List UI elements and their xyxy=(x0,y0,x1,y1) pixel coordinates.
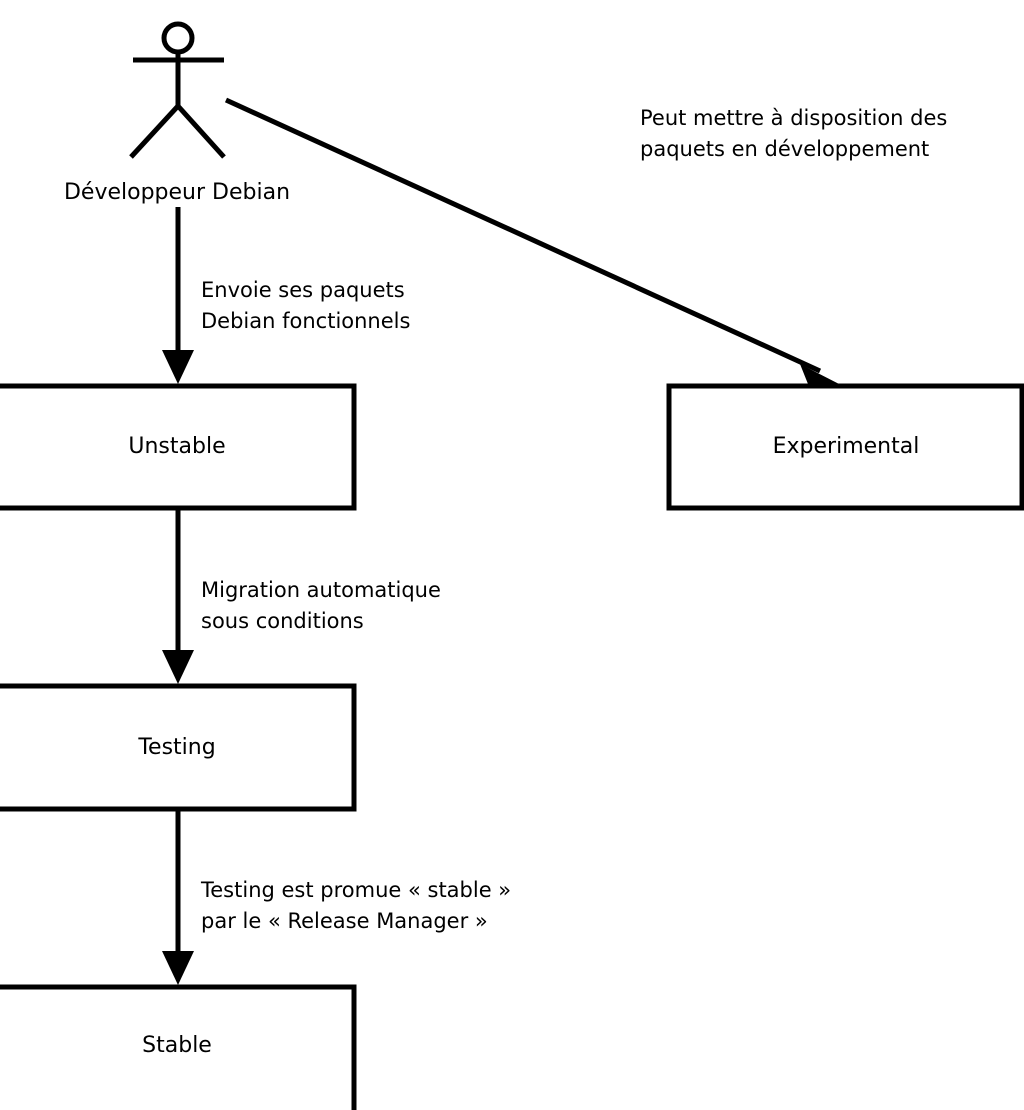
edge-unstable-to-testing: Migration automatique sous conditions xyxy=(162,508,441,684)
node-unstable-box[interactable] xyxy=(0,383,357,511)
edge-testing-to-stable-label-line2: par le « Release Manager » xyxy=(201,909,488,933)
node-stable[interactable]: Stable xyxy=(0,984,357,1110)
edge-dev-to-experimental-label-line1: Peut mettre à disposition des xyxy=(640,106,947,130)
edge-dev-to-unstable-label-line1: Envoie ses paquets xyxy=(201,278,405,302)
edge-unstable-to-testing-arrowhead xyxy=(162,650,194,684)
node-stable-box[interactable] xyxy=(0,984,357,1110)
actor-left-leg-line xyxy=(129,104,180,159)
edge-dev-to-experimental-line xyxy=(224,97,822,374)
edge-dev-to-experimental-label-line2: paquets en développement xyxy=(640,137,929,161)
node-testing-box[interactable] xyxy=(0,683,357,812)
node-unstable[interactable]: Unstable xyxy=(0,383,357,511)
actor-label: Développeur Debian xyxy=(64,180,290,205)
node-experimental[interactable]: Experimental xyxy=(666,383,1024,511)
actor-developpeur-debian: Développeur Debian xyxy=(64,21,290,205)
node-testing[interactable]: Testing xyxy=(0,683,357,812)
node-unstable-label: Unstable xyxy=(128,434,225,459)
edge-unstable-to-testing-label-line1: Migration automatique xyxy=(201,578,441,602)
node-testing-label: Testing xyxy=(137,735,215,760)
edge-dev-to-experimental: Peut mettre à disposition des paquets en… xyxy=(224,97,947,394)
edge-dev-to-unstable-label-line2: Debian fonctionnels xyxy=(201,309,410,333)
node-experimental-label: Experimental xyxy=(773,434,920,459)
edge-testing-to-stable-arrowhead xyxy=(162,951,194,985)
node-experimental-box[interactable] xyxy=(666,383,1024,511)
edge-unstable-to-testing-label-line2: sous conditions xyxy=(201,609,364,633)
edge-testing-to-stable-label-line1: Testing est promue « stable » xyxy=(200,878,511,902)
node-stable-label: Stable xyxy=(142,1033,212,1058)
actor-head-icon xyxy=(161,21,195,55)
edge-testing-to-stable: Testing est promue « stable » par le « R… xyxy=(162,809,511,985)
edge-dev-to-unstable: Envoie ses paquets Debian fonctionnels xyxy=(162,207,410,384)
edge-dev-to-unstable-arrowhead xyxy=(162,350,194,384)
actor-right-leg-line xyxy=(176,104,226,159)
